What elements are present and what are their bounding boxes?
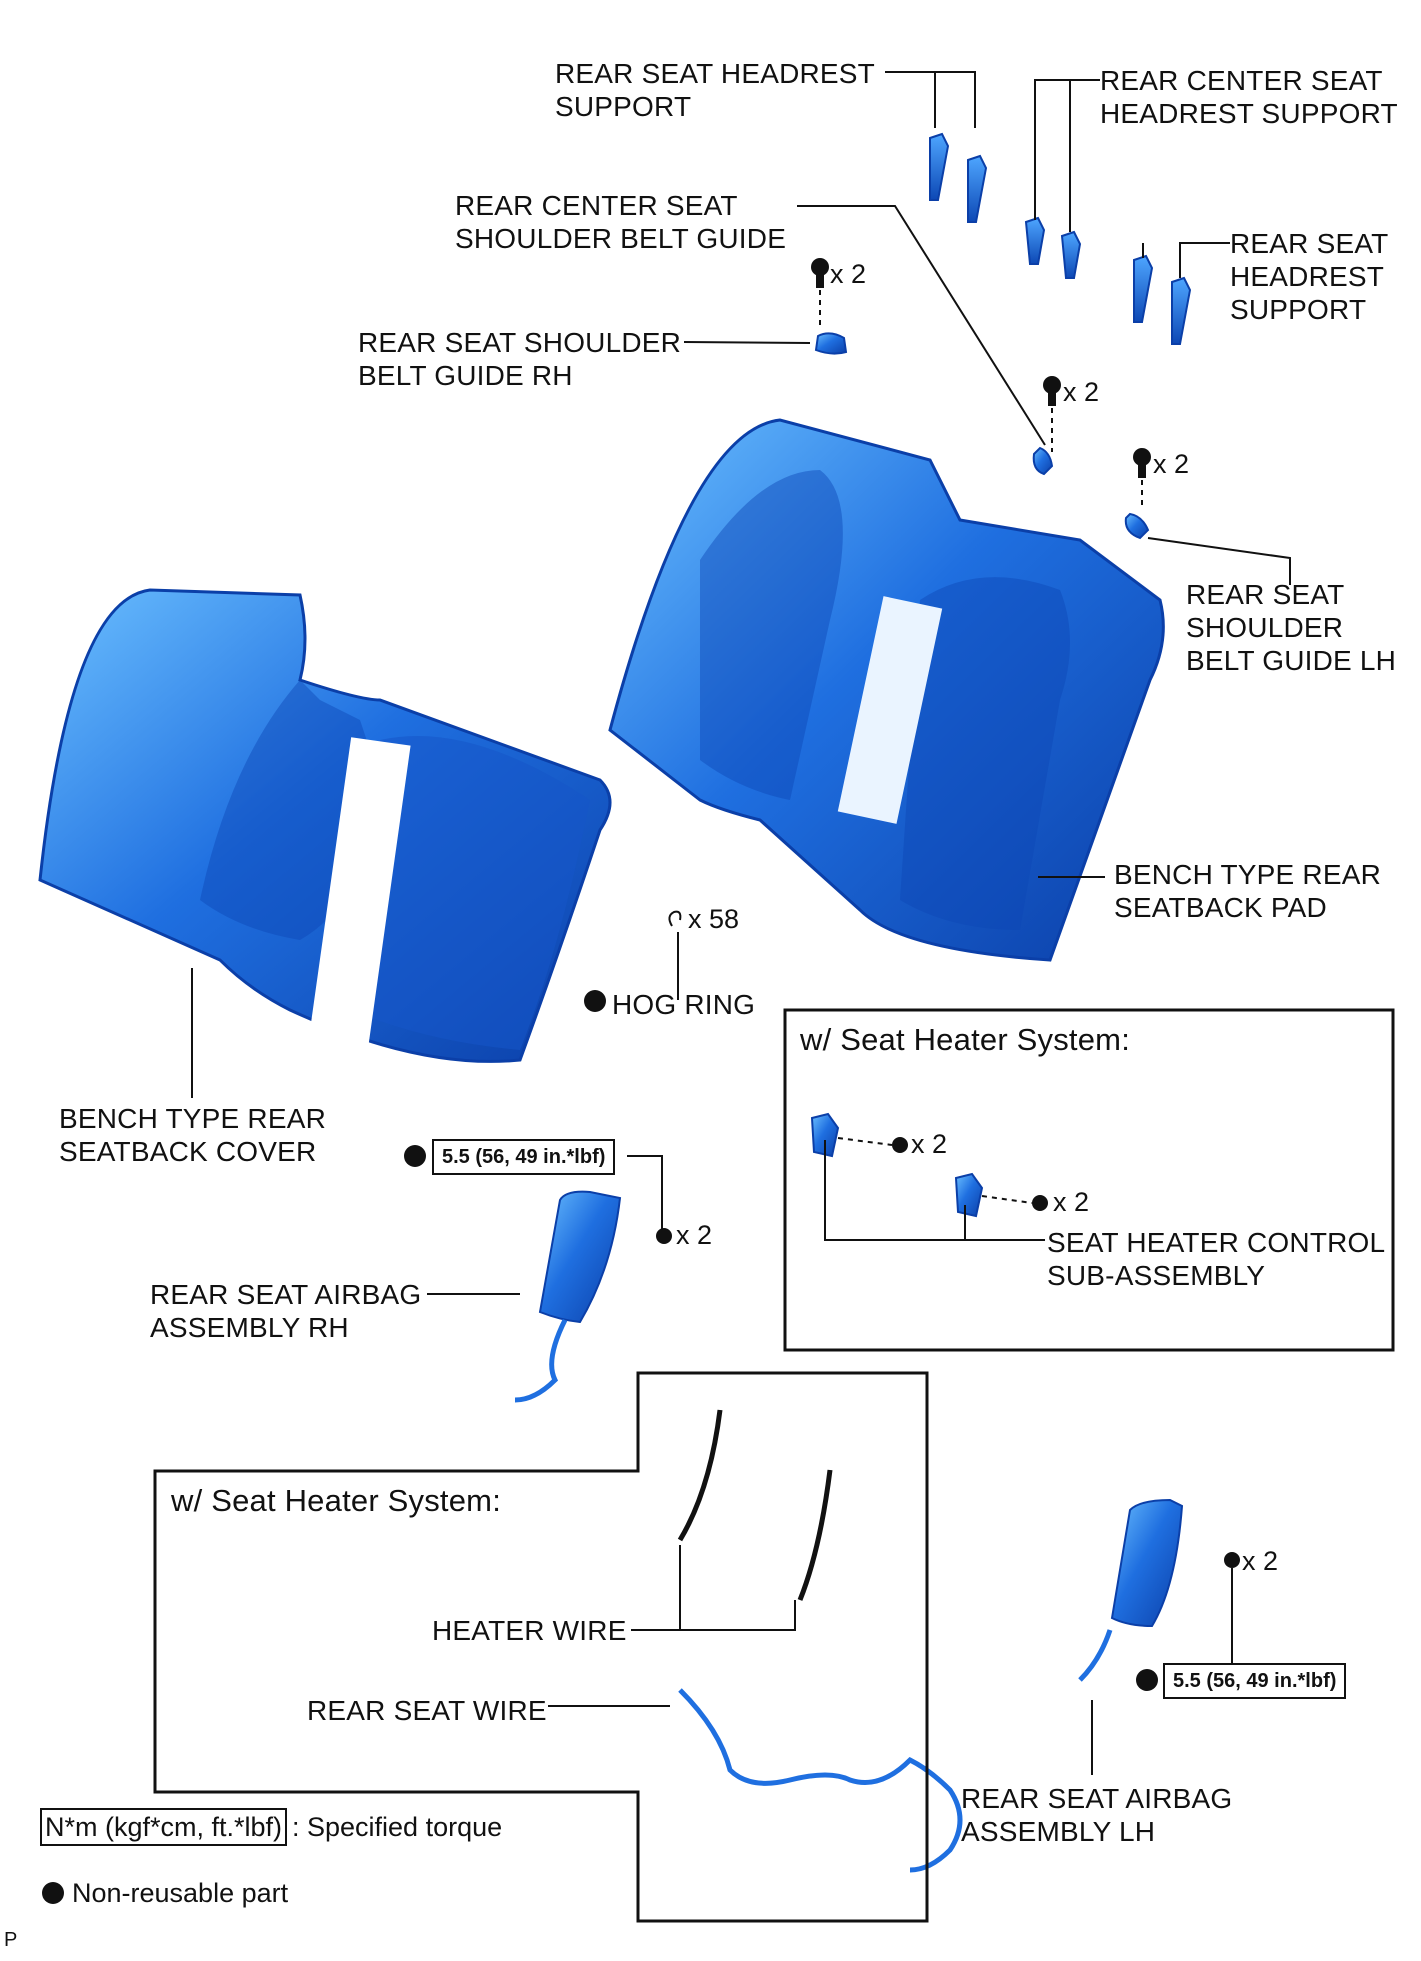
qty-airbag-rh-nuts: x 2 xyxy=(676,1220,713,1250)
footer-code: P xyxy=(4,1929,18,1951)
label-bench-type-rear-seatback-pad: BENCH TYPE REAR SEATBACK PAD xyxy=(1114,859,1381,923)
seatback-pad-part xyxy=(608,418,1165,962)
qty-belt-guide-lh-bolts: x 2 xyxy=(1153,449,1190,479)
torque-spec-airbag-rh: 5.5 (56, 49 in.*lbf) xyxy=(432,1139,616,1175)
label-seat-heater-control-sub-assembly: SEAT HEATER CONTROL SUB-ASSEMBLY xyxy=(1047,1227,1386,1291)
label-rear-center-seat-shoulder-belt-guide: REAR CENTER SEAT SHOULDER BELT GUIDE xyxy=(455,190,787,254)
label-heater-wire: HEATER WIRE xyxy=(432,1615,627,1646)
qty-belt-guide-rh-bolts: x 2 xyxy=(830,259,867,289)
non-reusable-dot-airbag-lh xyxy=(1136,1669,1158,1691)
qty-hog-rings: x 58 xyxy=(688,904,740,934)
label-hog-ring: HOG RING xyxy=(612,989,756,1020)
legend-torque-unit: N*m (kgf*cm, ft.*lbf) xyxy=(40,1808,288,1846)
headrest-support-pins-2 xyxy=(1133,254,1192,345)
leader-lines xyxy=(191,71,1291,1775)
airbag-lh-part xyxy=(1078,1498,1240,1682)
label-rear-seat-shoulder-belt-guide-rh: REAR SEAT SHOULDER BELT GUIDE RH xyxy=(358,327,682,391)
non-reusable-dot-hog-ring xyxy=(584,990,606,1012)
heater-control-parts xyxy=(810,1112,1048,1218)
seatback-cover-part xyxy=(38,588,612,1063)
label-rear-center-seat-headrest-support: REAR CENTER SEAT HEADREST SUPPORT xyxy=(1100,65,1398,129)
dashed-leaders xyxy=(819,290,1143,510)
label-bench-type-rear-seatback-cover: BENCH TYPE REAR SEATBACK COVER xyxy=(59,1103,326,1167)
label-rear-seat-airbag-assembly-lh: REAR SEAT AIRBAG ASSEMBLY LH xyxy=(961,1783,1233,1847)
label-rear-seat-shoulder-belt-guide-lh: REAR SEAT SHOULDER BELT GUIDE LH xyxy=(1186,579,1397,676)
heater-box-2-title: w/ Seat Heater System: xyxy=(171,1483,502,1518)
heater-wire-parts xyxy=(677,1409,833,1601)
qty-airbag-lh-nuts: x 2 xyxy=(1242,1546,1279,1576)
heater-box-1-frame xyxy=(783,1008,1395,1352)
rear-seat-wire-part xyxy=(678,1688,963,1873)
heater-box-2-frame xyxy=(153,1371,929,1923)
label-rear-seat-headrest-support-1: REAR SEAT HEADREST SUPPORT xyxy=(555,58,875,122)
qty-heater-control-screws-1: x 2 xyxy=(911,1129,948,1159)
torque-spec-airbag-lh: 5.5 (56, 49 in.*lbf) xyxy=(1163,1663,1347,1699)
qty-heater-control-screws-2: x 2 xyxy=(1053,1187,1090,1217)
belt-guide-parts xyxy=(814,332,1150,540)
label-rear-seat-wire: REAR SEAT WIRE xyxy=(307,1695,547,1726)
qty-center-belt-guide-bolts: x 2 xyxy=(1063,377,1100,407)
legend-non-reusable: Non-reusable part xyxy=(72,1878,289,1908)
legend-torque-desc: : Specified torque xyxy=(292,1812,503,1842)
center-headrest-support-pins xyxy=(1024,216,1082,279)
bolt-icons xyxy=(811,258,1151,478)
hog-ring-icon xyxy=(668,910,682,927)
heater-box-1-title: w/ Seat Heater System: xyxy=(800,1022,1131,1057)
headrest-support-pins-1 xyxy=(929,132,988,223)
label-rear-seat-airbag-assembly-rh: REAR SEAT AIRBAG ASSEMBLY RH xyxy=(150,1279,422,1343)
label-rear-seat-headrest-support-2: REAR SEAT HEADREST SUPPORT xyxy=(1230,228,1389,325)
airbag-rh-part xyxy=(514,1190,672,1403)
legend-non-reusable-dot xyxy=(42,1882,64,1904)
non-reusable-dot-airbag-rh xyxy=(404,1145,426,1167)
